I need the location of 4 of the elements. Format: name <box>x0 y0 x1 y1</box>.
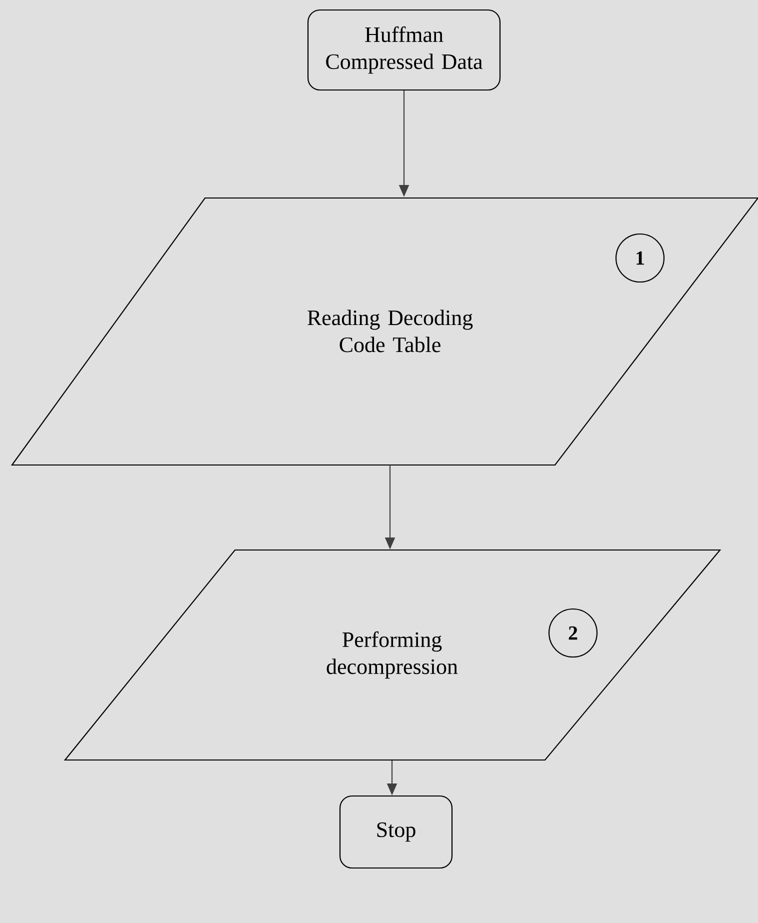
terminal-box: Huffman Compressed Data <box>307 9 501 91</box>
step-number: 1 <box>615 233 665 283</box>
terminal-box: Stop <box>339 795 453 869</box>
step-number: 2 <box>548 608 598 658</box>
